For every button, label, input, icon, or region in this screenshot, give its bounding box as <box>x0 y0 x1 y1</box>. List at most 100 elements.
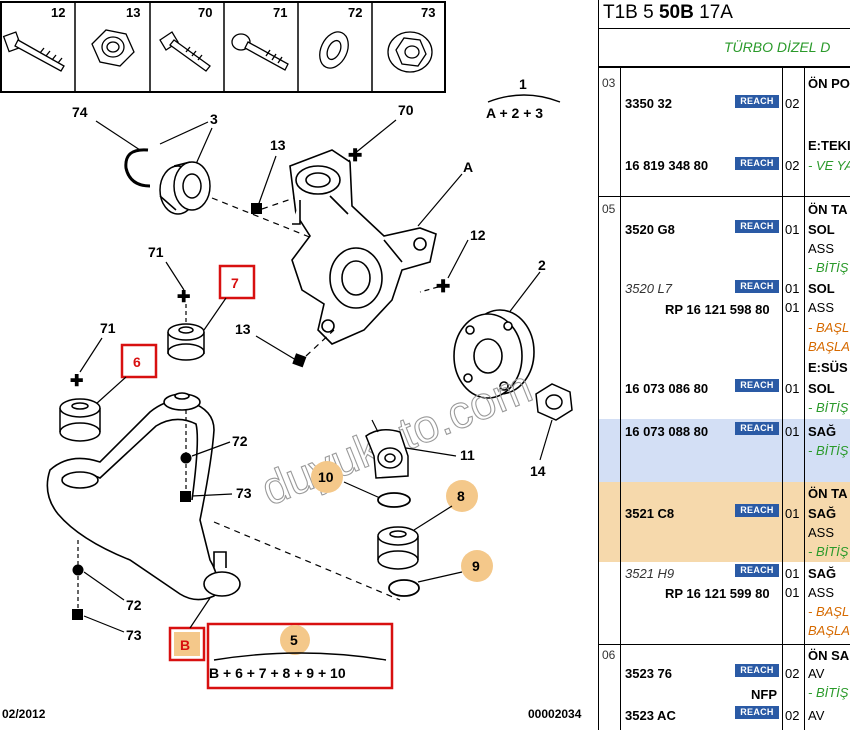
group-number: 05 <box>602 202 616 216</box>
part-number[interactable]: RP 16 121 598 80 <box>665 302 770 317</box>
parts-catalog-table: T1B 5 50B 17A TÜRBO DİZEL D 03 05 06 335… <box>598 0 850 730</box>
reach-badge: REACH <box>735 504 779 517</box>
part-number[interactable]: 3523 76 <box>625 666 672 681</box>
quantity: 02 <box>785 96 800 111</box>
reach-badge: REACH <box>735 564 779 577</box>
ring-9-part <box>388 579 420 597</box>
highlight-box-B <box>168 626 206 662</box>
description: ÖN TA <box>808 202 848 217</box>
callout-71-upper: 71 <box>148 244 164 260</box>
part-number[interactable]: 3521 H9 <box>625 566 675 581</box>
part-number[interactable]: 3520 L7 <box>625 281 672 296</box>
description: - BİTİŞ <box>808 400 849 415</box>
description: ASS <box>808 525 835 540</box>
quantity: 01 <box>785 381 800 396</box>
stud-70-icon <box>159 31 211 72</box>
diagram-ref-number: 00002034 <box>528 707 582 721</box>
description: BAŞLA <box>808 623 850 638</box>
quantity: 01 <box>785 566 800 581</box>
square-marker <box>292 353 307 368</box>
cross-marker: ✚ <box>436 277 450 296</box>
wheel-bearing-part <box>159 161 211 215</box>
description: - BİTİŞ <box>808 443 849 458</box>
callout-71-left: 71 <box>100 320 116 336</box>
callout-3: 3 <box>210 111 218 127</box>
part-number[interactable]: 3520 G8 <box>625 222 675 237</box>
group-number: 06 <box>602 648 616 662</box>
exploded-parts-diagram: 12 13 70 71 72 73 <box>0 1 582 721</box>
ring-10-part <box>377 492 411 508</box>
callout-8: 8 <box>457 488 465 504</box>
quantity: 01 <box>785 300 800 315</box>
wheel-hub-part <box>453 309 535 399</box>
callout-10-bubble <box>311 461 343 493</box>
square-marker <box>72 609 83 620</box>
cross-marker: ✚ <box>348 146 362 165</box>
circlip-part <box>124 148 151 188</box>
washer-72-icon <box>319 31 349 69</box>
callout-fill <box>174 632 200 656</box>
part-number[interactable]: 3523 AC <box>625 708 676 723</box>
catalog-title-a: T1B 5 <box>603 2 659 23</box>
quantity: 01 <box>785 585 800 600</box>
description: - VE YA <box>808 158 850 173</box>
header-label-71: 71 <box>273 5 287 20</box>
reach-badge: REACH <box>735 422 779 435</box>
part-number[interactable]: 3350 32 <box>625 96 672 111</box>
catalog-title: T1B 5 50B 17A <box>603 2 733 24</box>
kit-1-formula: A + 2 + 3 <box>486 105 543 121</box>
bolt-71-icon <box>231 33 289 71</box>
part-number[interactable]: 16 819 348 80 <box>625 158 709 173</box>
quantity: 01 <box>785 281 800 296</box>
callout-72-lower: 72 <box>126 597 142 613</box>
description: SOL <box>808 222 835 237</box>
flange-nut-73-icon <box>387 31 433 73</box>
group-number: 03 <box>602 76 616 90</box>
header-label-13: 13 <box>126 5 140 20</box>
catalog-title-b: 50B <box>658 2 694 23</box>
callout-9-bubble <box>461 550 493 582</box>
part-number[interactable]: RP 16 121 599 80 <box>665 586 770 601</box>
quantity: 01 <box>785 424 800 439</box>
quantity: 01 <box>785 506 800 521</box>
callout-9: 9 <box>472 558 480 574</box>
description: E:TEKI <box>808 138 850 153</box>
description: E:SÜS <box>808 360 848 375</box>
part-number[interactable]: 16 073 088 80 <box>625 424 709 439</box>
callout-70: 70 <box>398 102 414 118</box>
callout-72-upper: 72 <box>232 433 248 449</box>
description: ÖN TA <box>808 486 848 501</box>
callout-6: 6 <box>133 354 141 370</box>
bushing-8-part <box>377 526 419 570</box>
part-number[interactable]: 16 073 086 80 <box>625 381 709 396</box>
part-number[interactable]: 3521 C8 <box>625 506 675 521</box>
callout-73-upper: 73 <box>236 485 252 501</box>
callout-73-lower: 73 <box>126 627 142 643</box>
bolt-12-icon <box>2 31 65 72</box>
highlight-box-7 <box>218 264 256 300</box>
description: SAĞ <box>808 506 837 521</box>
highlighted-row-blue <box>599 419 850 482</box>
bushing-6-part <box>59 398 101 442</box>
description: SOL <box>808 381 835 396</box>
header-label-73: 73 <box>421 5 435 20</box>
catalog-title-c: 17A <box>693 2 733 23</box>
callout-5: 5 <box>290 632 298 648</box>
callout-B: B <box>180 637 190 653</box>
hub-nut-part <box>535 383 573 421</box>
highlight-box-5 <box>206 622 394 690</box>
callout-12: 12 <box>470 227 486 243</box>
catalog-subtitle: TÜRBO DİZEL D <box>724 39 831 55</box>
callout-13-lower: 13 <box>235 321 251 337</box>
description: - BAŞL <box>808 320 850 335</box>
highlighted-row-tan <box>599 482 850 562</box>
reach-badge: REACH <box>735 664 779 677</box>
bushing-7-part <box>167 323 205 361</box>
square-marker <box>180 491 191 502</box>
square-marker <box>251 203 262 214</box>
diagram-date: 02/2012 <box>2 707 46 721</box>
cross-marker: ✚ <box>70 373 83 390</box>
description: - BAŞL <box>808 604 850 619</box>
reach-badge: REACH <box>735 379 779 392</box>
catalog-subtitle-bar: TÜRBO DİZEL D <box>599 28 850 68</box>
